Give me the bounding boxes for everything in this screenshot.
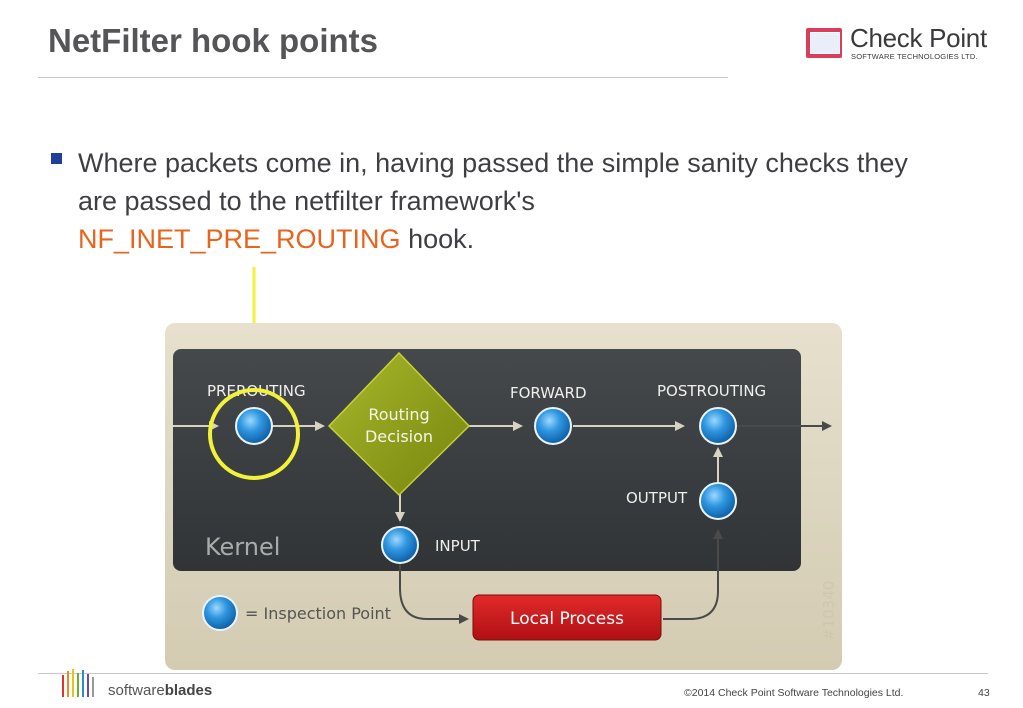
- bullet-text: Where packets come in, having passed the…: [78, 144, 908, 258]
- routing-decision-label-2: Decision: [365, 427, 433, 446]
- bullet-marker: [51, 153, 62, 164]
- routing-decision-diamond: [327, 351, 471, 497]
- softwareblades-wordmark: softwareblades: [108, 682, 212, 699]
- netfilter-diagram: Routing Decision PREROUTING FORWARD POST…: [165, 323, 842, 670]
- kernel-label: Kernel: [205, 533, 280, 561]
- copyright-text: ©2014 Check Point Software Technologies …: [684, 687, 904, 699]
- bullet-highlight: NF_INET_PRE_ROUTING: [78, 224, 401, 254]
- slide-title: NetFilter hook points: [48, 22, 378, 59]
- kernel-panel: [173, 349, 801, 571]
- input-label: INPUT: [435, 537, 481, 555]
- logo-mark-icon: [806, 28, 842, 58]
- postrouting-label: POSTROUTING: [657, 382, 766, 400]
- forward-label: FORWARD: [510, 384, 587, 402]
- brand-regular: software: [108, 682, 165, 699]
- bullet-text-end: hook.: [400, 224, 475, 254]
- legend-label: = Inspection Point: [245, 604, 391, 623]
- page-number: 43: [978, 687, 990, 699]
- routing-decision-label-1: Routing: [368, 405, 429, 424]
- title-divider: [38, 77, 728, 78]
- prerouting-highlight-ring: [208, 388, 300, 480]
- local-process-box: [472, 594, 662, 641]
- postrouting-inspection-point-icon: [699, 407, 737, 445]
- logo-name: Check Point: [850, 23, 987, 53]
- brand-bold: blades: [164, 682, 213, 699]
- softwareblades-logo-icon: [62, 669, 94, 697]
- prerouting-inspection-point-icon: [235, 407, 273, 445]
- forward-inspection-point-icon: [534, 407, 572, 445]
- output-inspection-point-icon: [699, 482, 737, 520]
- local-process-label: Local Process: [510, 609, 624, 629]
- bullet-text-main: Where packets come in, having passed the…: [78, 148, 908, 216]
- input-inspection-point-icon: [381, 526, 419, 564]
- logo-subtitle: SOFTWARE TECHNOLOGIES LTD.: [851, 52, 978, 61]
- footer-divider: [38, 673, 988, 674]
- output-label: OUTPUT: [626, 489, 688, 507]
- checkpoint-logo: Check Point SOFTWARE TECHNOLOGIES LTD.: [806, 23, 998, 62]
- legend-inspection-point-icon: [202, 595, 238, 631]
- figure-watermark: #10340: [820, 581, 838, 641]
